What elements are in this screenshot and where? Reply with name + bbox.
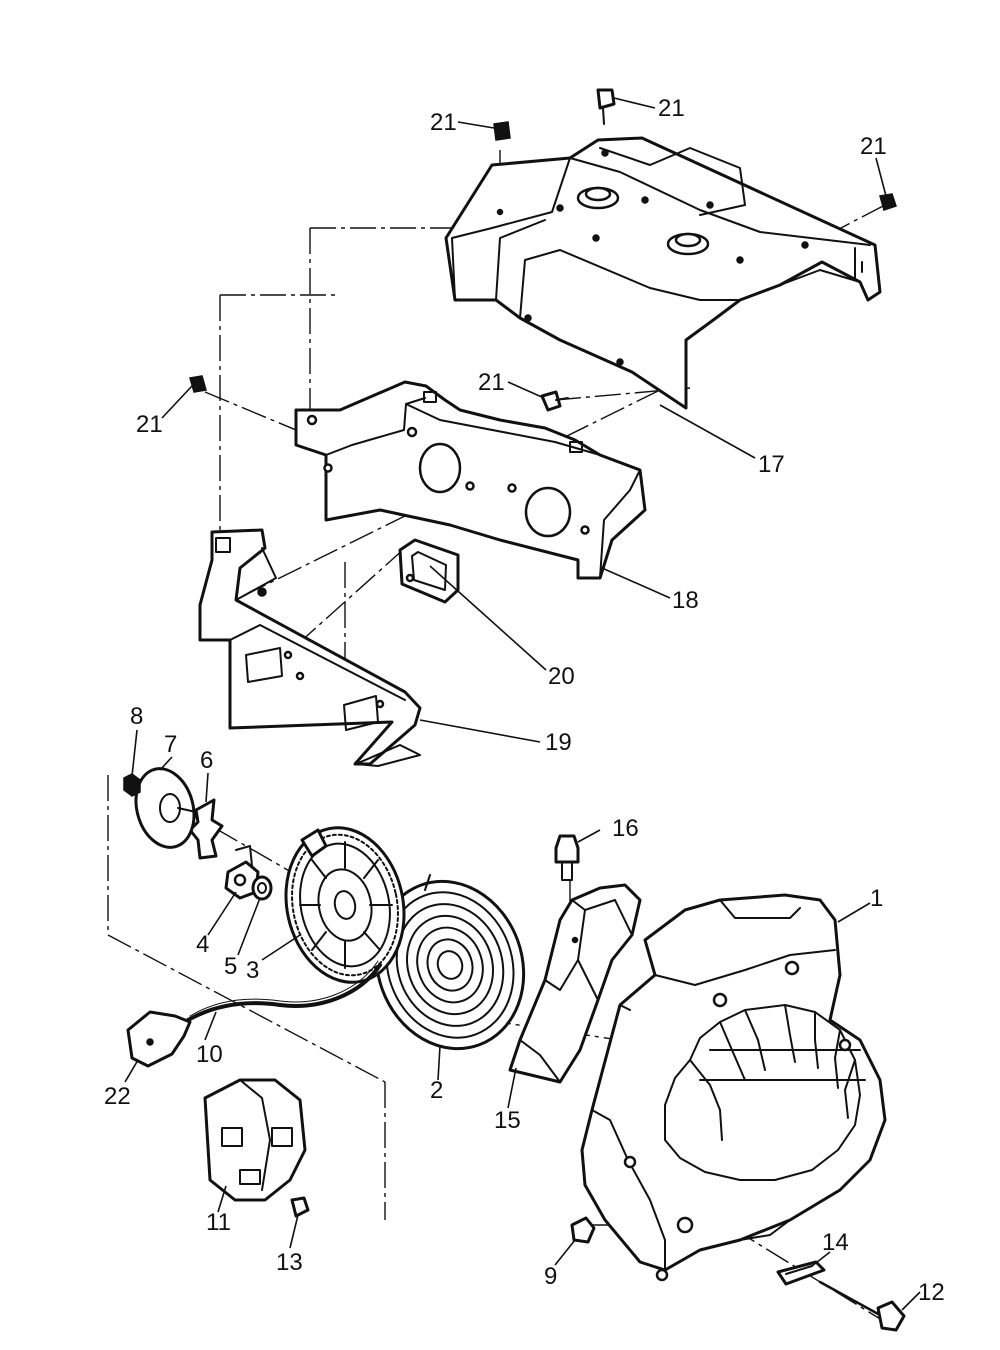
callout-11: 11 — [206, 1209, 231, 1236]
gasket-part-20 — [398, 538, 460, 604]
pulley-part-3 — [284, 826, 406, 984]
callout-leaders — [124, 97, 921, 1311]
reel-cover-part-7 — [134, 767, 197, 849]
callout-16: 16 — [612, 815, 639, 842]
starter-rope-part-10 — [186, 960, 382, 1022]
nut-part-8 — [123, 773, 141, 797]
callout-18: 18 — [672, 587, 699, 614]
callout-5: 5 — [224, 953, 237, 980]
fastener-part-21-group — [189, 88, 897, 412]
callout-12: 12 — [918, 1279, 945, 1306]
callout-13: 13 — [276, 1249, 303, 1276]
callout-20: 20 — [548, 663, 575, 690]
clamp-part-14 — [776, 1260, 826, 1286]
callout-6: 6 — [200, 747, 213, 774]
screw-part-13 — [290, 1196, 310, 1218]
callout-9: 9 — [544, 1263, 557, 1290]
callout-7: 7 — [164, 731, 177, 758]
callout-14: 14 — [822, 1229, 849, 1256]
callout-10: 10 — [196, 1041, 223, 1068]
callout-21-left: 21 — [136, 411, 163, 438]
callout-21-right: 21 — [860, 133, 887, 160]
callout-21-top: 21 — [658, 95, 685, 122]
lower-duct-part-19 — [198, 528, 422, 767]
callout-2: 2 — [430, 1077, 443, 1104]
callout-21-center: 21 — [478, 369, 505, 396]
callout-1: 1 — [870, 885, 883, 912]
callout-17: 17 — [758, 451, 785, 478]
nut-part-9 — [570, 1216, 596, 1244]
top-shroud-part-17 — [444, 136, 882, 410]
middle-shroud-part-18 — [294, 380, 647, 580]
recoil-spring-part-2 — [374, 874, 526, 1051]
fan-housing-part-1 — [580, 893, 887, 1282]
baffle-part-15 — [508, 883, 642, 1084]
callout-4: 4 — [196, 931, 209, 958]
callout-15: 15 — [494, 1107, 521, 1134]
starter-handle-part-22 — [126, 1010, 192, 1068]
callout-labels: 21 21 21 21 21 17 18 20 19 8 7 6 16 1 4 … — [104, 95, 945, 1306]
bolt-part-16 — [554, 834, 580, 881]
callout-19: 19 — [545, 729, 572, 756]
spring-clip-part-5 — [251, 875, 273, 901]
ratchet-part-4 — [224, 845, 260, 900]
callout-8: 8 — [130, 703, 143, 730]
bolt-part-12 — [818, 1280, 906, 1332]
callout-22: 22 — [104, 1083, 131, 1110]
rope-guide-part-11 — [203, 1078, 307, 1202]
callout-21-left-top: 21 — [430, 109, 457, 136]
callout-3: 3 — [246, 957, 259, 984]
